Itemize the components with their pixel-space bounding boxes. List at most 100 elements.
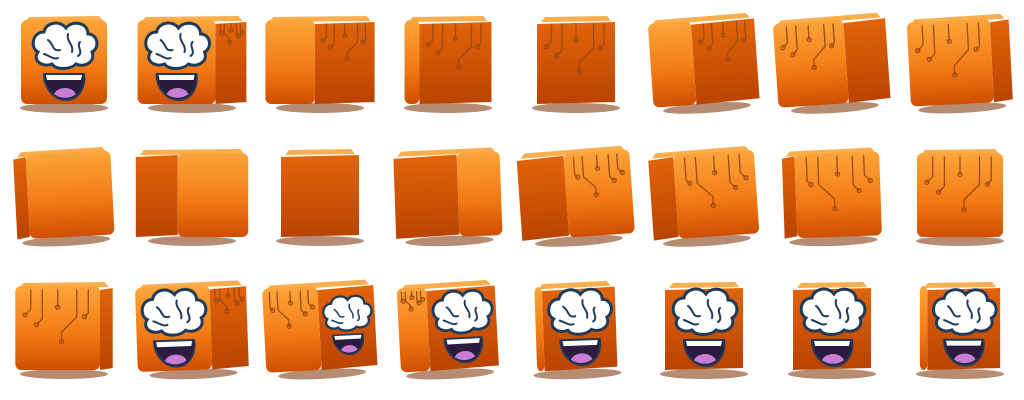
cube-shadow (278, 368, 367, 380)
cube-frame-5 (512, 0, 640, 133)
circuit-node (973, 46, 979, 53)
circuit-trace (926, 156, 934, 183)
circuit-node (239, 296, 245, 302)
cube-top-face (138, 280, 242, 290)
circuit-node (214, 297, 220, 304)
circuit-node (302, 311, 308, 317)
circuit-node (740, 37, 746, 44)
teeth-icon (946, 340, 982, 346)
cube-side-face (419, 22, 492, 104)
cube-side-face (843, 18, 891, 103)
cube-top-face (797, 282, 867, 288)
circuit-node (400, 298, 406, 304)
circuit-node (420, 296, 426, 303)
cube-frame-2 (128, 0, 256, 133)
cube-top-face (538, 280, 611, 290)
cube-side-face (135, 155, 178, 237)
cube-frame-9 (0, 133, 128, 266)
circuit-node (957, 171, 963, 178)
circuit-node (408, 306, 414, 312)
cube-top-face (17, 146, 107, 158)
cube-side-face (648, 157, 679, 241)
circuit-node (720, 32, 726, 38)
circuit-node (806, 36, 812, 43)
circuit-trace (963, 156, 981, 211)
cube-shadow (148, 103, 236, 113)
tongue-icon (694, 354, 716, 364)
teeth-icon (446, 338, 480, 345)
circuit-trace (726, 20, 739, 61)
circuit-node (808, 181, 814, 188)
cube-sprite-1 (20, 16, 108, 113)
circuit-trace (415, 290, 420, 304)
circuit-trace (24, 289, 32, 316)
cube-sprite-10 (135, 149, 249, 246)
cube-shadow (916, 236, 1004, 246)
cube-front-face (265, 20, 315, 104)
cube-front-face (917, 153, 1003, 237)
cube-frame-3 (256, 0, 384, 133)
cube-frame-24 (896, 266, 1024, 399)
teeth-icon (686, 341, 722, 346)
cube-shadow (791, 102, 879, 114)
tongue-icon (166, 88, 189, 98)
cube-frame-10 (128, 133, 256, 266)
cube-shadow (406, 368, 495, 380)
circuit-node (597, 45, 604, 52)
circuit-trace (268, 291, 274, 311)
cube-side-face (99, 288, 113, 370)
circuit-trace (60, 289, 78, 343)
cube-sprite-3 (265, 16, 375, 113)
circuit-node (456, 64, 462, 70)
cube-frame-19 (256, 266, 384, 399)
circuit-node (224, 308, 230, 314)
circuit-node (706, 45, 712, 52)
cube-shadow (148, 236, 236, 246)
cube-shadow (916, 369, 1004, 379)
cube-side-face (989, 19, 1013, 103)
circuit-node (733, 184, 739, 191)
cube-sprite-18 (135, 280, 249, 380)
cube-sprite-6 (648, 12, 760, 114)
circuit-node (416, 300, 422, 306)
circuit-node (554, 52, 560, 59)
cube-top-face (408, 16, 488, 22)
cube-front-face (673, 149, 760, 239)
cube-top-face (785, 147, 876, 157)
cube-top-face (139, 149, 245, 155)
circuit-node (697, 39, 703, 45)
cube-shadow (404, 103, 492, 113)
circuit-trace (836, 156, 839, 175)
circuit-node (576, 68, 583, 74)
cube-sprite-4 (404, 16, 492, 113)
circuit-trace (863, 155, 871, 182)
cube-top-face (923, 282, 997, 288)
circuit-node (228, 27, 234, 33)
circuit-trace (947, 23, 950, 43)
cube-shadow (22, 235, 111, 247)
circuit-node (915, 47, 921, 54)
circuit-node (743, 175, 749, 181)
cube-shadow (276, 236, 364, 246)
cube-front-face (25, 150, 115, 239)
circuit-trace (830, 23, 836, 47)
circuit-node (984, 181, 990, 187)
circuit-node (961, 207, 967, 213)
cube-sprite-16 (916, 149, 1004, 246)
brain-face-icon (322, 294, 373, 355)
circuit-trace (35, 289, 43, 326)
cube-side-face (393, 154, 460, 239)
tongue-icon (570, 353, 593, 363)
cube-sprite-20 (396, 279, 499, 380)
cube-side-face (690, 18, 760, 105)
cube-shadow (535, 235, 623, 247)
cube-top-face (921, 149, 999, 155)
cube-frame-13 (512, 133, 640, 266)
brain-face-icon (671, 287, 739, 368)
circuit-node (81, 314, 88, 320)
circuit-trace (813, 23, 826, 69)
circuit-node (234, 300, 240, 306)
cube-frame-14 (640, 133, 768, 266)
cube-side-face (13, 156, 30, 240)
circuit-trace (953, 22, 970, 76)
